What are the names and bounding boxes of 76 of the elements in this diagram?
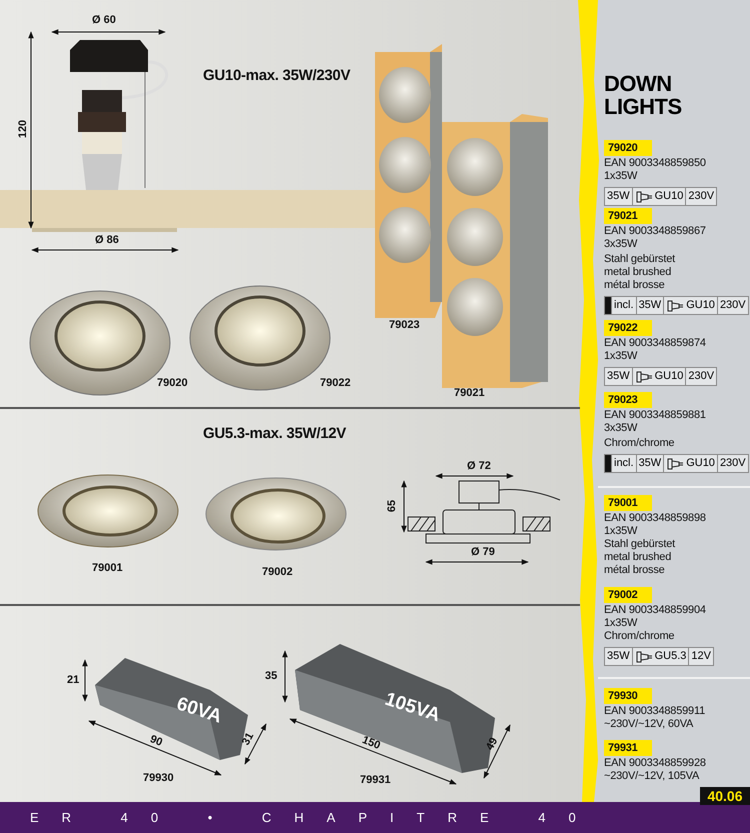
- spec-value: GU10: [654, 189, 684, 204]
- spec-text: EAN 9003348859874: [604, 337, 706, 349]
- spec-value: 230V: [718, 456, 747, 471]
- spec-value: 230V: [687, 189, 716, 204]
- spec-text: Chrom/chrome: [604, 630, 674, 642]
- article-number: 79020: [157, 377, 188, 389]
- spec-text: EAN 9003348859911: [604, 705, 705, 717]
- article-number: 79023: [604, 392, 652, 408]
- dimension-label: 90: [148, 733, 164, 749]
- dimension-label: 49: [484, 736, 500, 752]
- section-heading: GU5.3-max. 35W/12V: [203, 425, 346, 442]
- spec-value: GU10: [654, 369, 684, 384]
- article-number: 79930: [143, 772, 174, 784]
- spec-text: EAN 9003348859850: [604, 157, 706, 169]
- article-number: 79002: [604, 587, 652, 603]
- spec-text: Stahl gebürstet: [604, 538, 675, 550]
- spec-value: 35W: [605, 188, 633, 205]
- spec-value: 230V: [687, 369, 716, 384]
- article-number: 79021: [454, 387, 485, 399]
- power-rating: 105VA: [382, 688, 443, 728]
- article-number: 79931: [360, 774, 391, 786]
- article-number: 79931: [604, 740, 652, 756]
- spec-text: Stahl gebürstet: [604, 253, 675, 265]
- footer-text: ER 40 • CHAPITRE 40: [30, 810, 599, 825]
- spec-text: EAN 9003348859898: [604, 512, 706, 524]
- spec-text: métal brosse: [604, 279, 665, 291]
- spec-text: ~230V/~12V, 60VA: [604, 718, 694, 730]
- dimension-label: Ø 86: [95, 234, 119, 246]
- spec-text: 1x35W: [604, 525, 638, 537]
- spec-text: EAN 9003348859928: [604, 757, 706, 769]
- spec-value: GU10: [686, 298, 715, 313]
- dimension-label: 31: [240, 730, 256, 748]
- spec-value: 35W: [636, 297, 664, 314]
- spec-text: 3x35W: [604, 238, 638, 250]
- article-number: 79020: [604, 140, 652, 156]
- spec-text: EAN 9003348859881: [604, 409, 706, 421]
- article-number: 79021: [604, 208, 652, 224]
- article-number: 79023: [389, 319, 420, 331]
- article-number: 79001: [604, 495, 652, 511]
- article-number: 79022: [320, 377, 351, 389]
- article-number: 79001: [92, 562, 123, 574]
- dimension-label: 35: [265, 670, 278, 682]
- spec-text: 1x35W: [604, 170, 638, 182]
- page-title: DOWN LIGHTS: [604, 72, 683, 118]
- spec-value: GU5.3: [654, 649, 686, 664]
- dimension-label: Ø 79: [471, 546, 495, 558]
- spec-value: GU10: [686, 456, 715, 471]
- spec-text: Chrom/chrome: [604, 437, 674, 449]
- spec-text: ~230V/~12V, 105VA: [604, 770, 700, 782]
- dimension-label: Ø 72: [467, 460, 491, 472]
- spec-text: 1x35W: [604, 350, 638, 362]
- spec-text: metal brushed: [604, 551, 672, 563]
- spec-text: EAN 9003348859904: [604, 604, 706, 616]
- dimension-label: Ø 60: [92, 14, 116, 26]
- spec-text: 3x35W: [604, 422, 638, 434]
- article-number: 79022: [604, 320, 652, 336]
- dimension-label: 150: [360, 734, 382, 752]
- spec-text: EAN 9003348859867: [604, 225, 706, 237]
- spec-text: 1x35W: [604, 617, 638, 629]
- dimension-label: 65: [386, 500, 398, 512]
- spec-value: 12V: [690, 649, 712, 664]
- spec-value: incl.: [612, 297, 637, 314]
- spec-value: 35W: [636, 455, 664, 472]
- dimension-label: 120: [17, 120, 30, 138]
- dimension-label: 21: [67, 674, 80, 686]
- power-rating: 60VA: [174, 693, 224, 729]
- spec-text: metal brushed: [604, 266, 672, 278]
- spec-value: 35W: [605, 368, 633, 385]
- article-number: 79002: [262, 566, 293, 578]
- spec-value: 35W: [605, 648, 633, 665]
- spec-text: métal brosse: [604, 564, 665, 576]
- section-heading: GU10-max. 35W/230V: [203, 67, 350, 84]
- page-number: 40.06: [700, 787, 750, 805]
- spec-value: 230V: [718, 298, 747, 313]
- article-number: 79930: [604, 688, 652, 704]
- spec-value: incl.: [612, 455, 637, 472]
